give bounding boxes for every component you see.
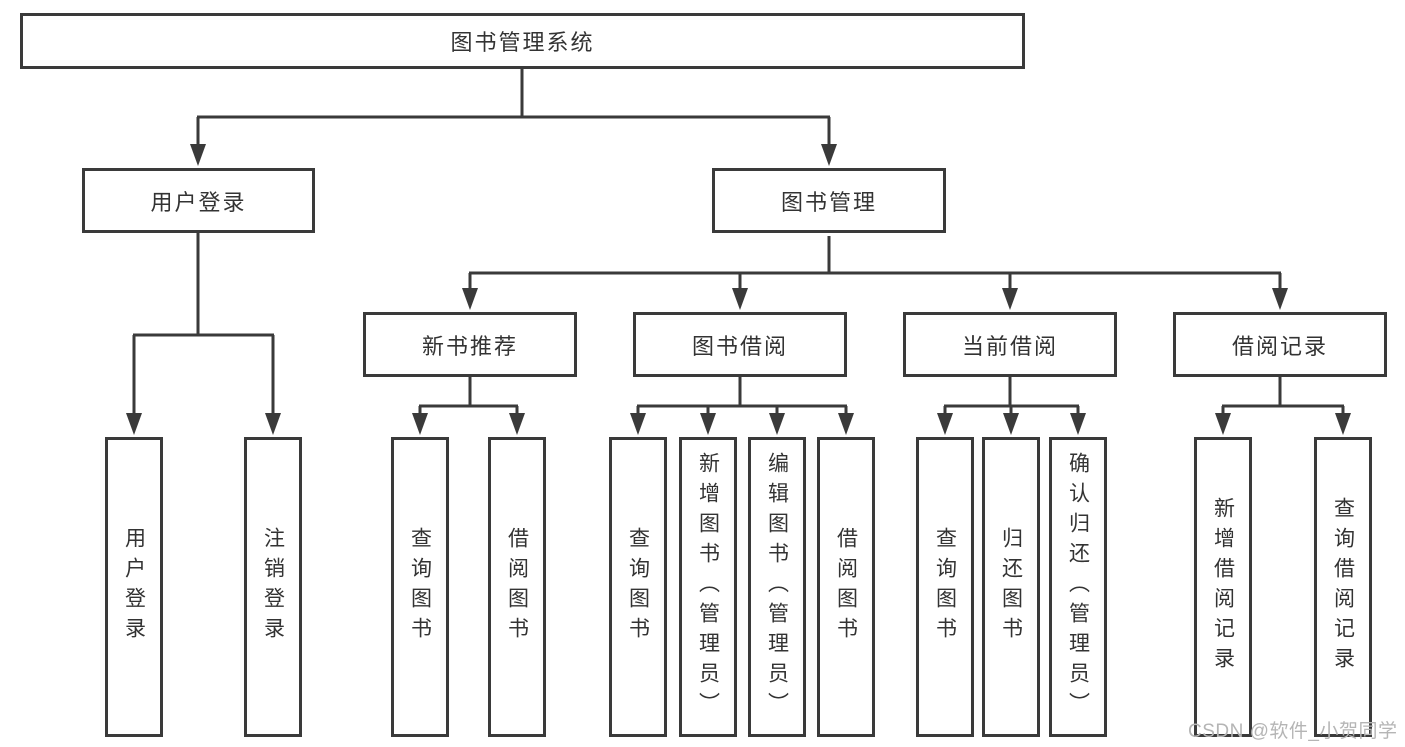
leaf-add-borrow-record: 新增借阅记录 [1194,437,1252,737]
leaf-label: 编辑图书（管理员） [765,452,789,722]
node-library-management-system: 图书管理系统 [20,13,1025,69]
leaf-user-login: 用户登录 [105,437,163,737]
leaf-label: 确认归还（管理员） [1066,452,1090,722]
leaf-query-books-current: 查询图书 [916,437,974,737]
leaf-label: 查询图书 [408,527,432,647]
leaf-add-book-admin: 新增图书（管理员） [679,437,737,737]
leaf-label: 用户登录 [122,527,146,647]
node-new-book-recommend: 新书推荐 [363,312,577,377]
leaf-label: 新增借阅记录 [1211,497,1235,677]
leaf-label: 注销登录 [261,527,285,647]
leaf-label: 新增图书（管理员） [696,452,720,722]
leaf-query-books-recommend: 查询图书 [391,437,449,737]
leaf-label: 查询借阅记录 [1331,497,1355,677]
leaf-return-book: 归还图书 [982,437,1040,737]
leaf-label: 借阅图书 [834,527,858,647]
csdn-watermark: CSDN @软件_小贺同学 [1188,721,1398,742]
node-book-borrow: 图书借阅 [633,312,847,377]
leaf-query-borrow-record: 查询借阅记录 [1314,437,1372,737]
node-user-login: 用户登录 [82,168,315,233]
leaf-label: 归还图书 [999,527,1023,647]
leaf-label: 借阅图书 [505,527,529,647]
leaf-borrow-books: 借阅图书 [817,437,875,737]
node-book-management: 图书管理 [712,168,946,233]
leaf-label: 查询图书 [626,527,650,647]
leaf-logout: 注销登录 [244,437,302,737]
node-borrow-records: 借阅记录 [1173,312,1387,377]
leaf-confirm-return-admin: 确认归还（管理员） [1049,437,1107,737]
leaf-label: 查询图书 [933,527,957,647]
node-current-borrow: 当前借阅 [903,312,1117,377]
leaf-borrow-books-recommend: 借阅图书 [488,437,546,737]
leaf-edit-book-admin: 编辑图书（管理员） [748,437,806,737]
leaf-query-books-borrow: 查询图书 [609,437,667,737]
